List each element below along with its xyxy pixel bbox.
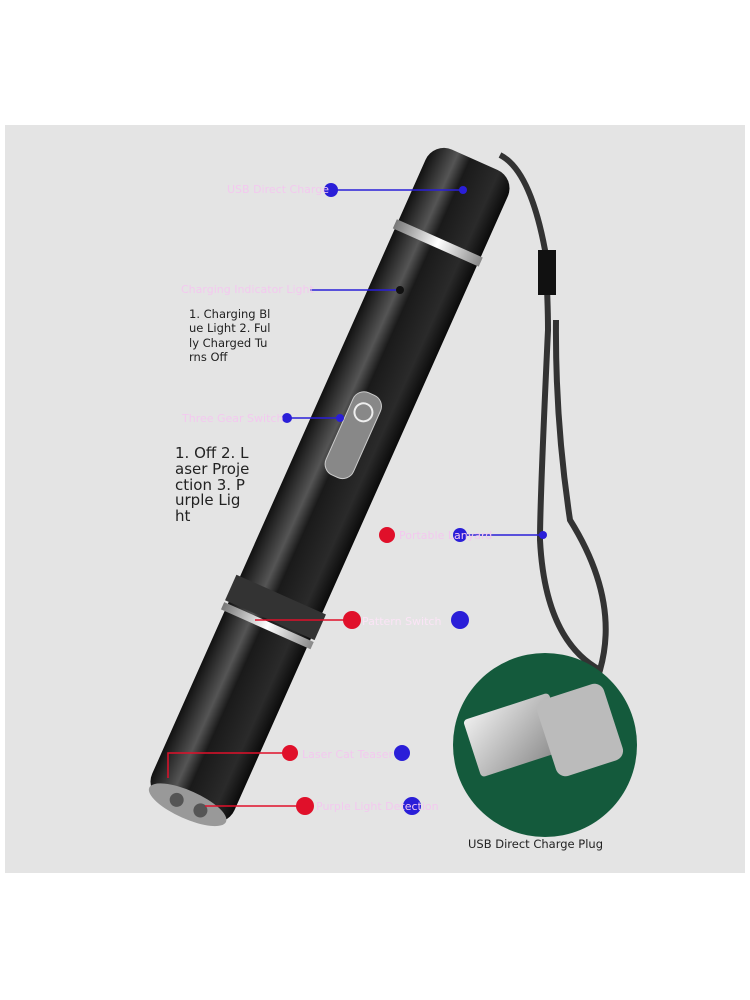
note-line: ue Light 2. Ful — [189, 321, 271, 336]
label-three-gear-switch: Three Gear Switch — [182, 412, 284, 425]
label-portable-lanyard: Portable Lanyard — [399, 529, 493, 542]
note-line: rns Off — [189, 350, 228, 365]
label-charging-indicator: Charging Indicator Light — [181, 283, 314, 296]
label-pattern-switch: Pattern Switch — [362, 615, 442, 628]
note-line: 1. Off 2. L — [175, 444, 249, 462]
lanyard — [498, 152, 609, 675]
switch-note: 1. Off 2. L aser Proje ction 3. P urple … — [175, 444, 250, 525]
markers — [282, 183, 547, 815]
note-line: ction 3. P — [175, 475, 245, 494]
label-usb-direct-charge: USB Direct Charge — [227, 183, 329, 196]
lanyard-clip — [538, 250, 556, 295]
note-line: urple Lig — [175, 491, 241, 510]
label-laser-cat-teaser: Laser Cat Teaser — [302, 748, 393, 761]
note-line: aser Proje — [175, 459, 250, 478]
caption-usb-plug: USB Direct Charge Plug — [468, 837, 603, 851]
label-purple-light-detection: Purple Light Detection — [316, 800, 439, 813]
note-line: ht — [175, 507, 191, 525]
note-line: ly Charged Tu — [189, 335, 268, 350]
charging-note: 1. Charging Bl ue Light 2. Ful ly Charge… — [189, 307, 270, 365]
note-line: 1. Charging Bl — [189, 307, 271, 321]
